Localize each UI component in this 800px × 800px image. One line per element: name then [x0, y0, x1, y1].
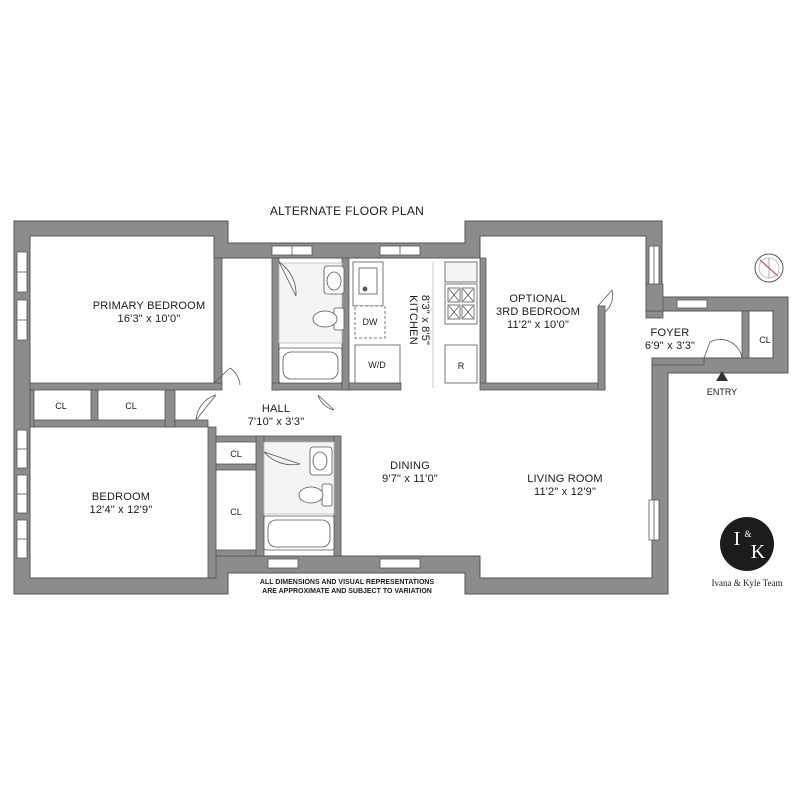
room-hall-name: HALL [262, 403, 290, 415]
room-dining-dims: 9'7" x 11'0" [382, 473, 438, 485]
disclaimer-line1: ALL DIMENSIONS AND VISUAL REPRESENTATION… [260, 579, 435, 586]
interior-walls [29, 257, 750, 579]
closet-label: CL [125, 401, 137, 411]
room-primary-bedroom-name: PRIMARY BEDROOM [93, 300, 206, 312]
brand-team-name: Ivana & Kyle Team [712, 578, 783, 588]
dishwasher-label: DW [363, 317, 378, 327]
entry-label: ENTRY [707, 387, 737, 397]
entry-arrow-icon [716, 371, 728, 381]
room-hall-dims: 7'10" x 3'3" [248, 416, 305, 428]
disclaimer-line2: ARE APPROXIMATE AND SUBJECT TO VARIATION [262, 588, 432, 595]
svg-text:&: & [744, 529, 751, 539]
room-primary-bedroom-dims: 16'3" x 10'0" [118, 313, 181, 325]
kitchen-fixtures [352, 261, 478, 388]
svg-text:K: K [751, 541, 766, 563]
closet-label: CL [759, 335, 771, 345]
brand-logo: I & K [720, 517, 774, 571]
room-foyer-name: FOYER [651, 327, 690, 339]
room-optional-dims: 11'2" x 10'0" [507, 319, 569, 331]
closet-label: CL [55, 401, 67, 411]
room-living-dims: 11'2" x 12'9" [534, 486, 596, 498]
bathroom-2-fixtures [263, 441, 335, 551]
washer-dryer-label: W/D [368, 360, 386, 370]
closet-label: CL [230, 449, 242, 459]
range-label: R [458, 361, 465, 371]
windows [16, 245, 708, 569]
closet-label: CL [230, 507, 242, 517]
room-bedroom-name: BEDROOM [92, 491, 150, 503]
room-optional-line2: 3RD BEDROOM [496, 306, 580, 318]
room-kitchen-name: KITCHEN [407, 295, 419, 345]
svg-text:I: I [734, 528, 741, 550]
compass-icon [754, 253, 784, 283]
bathroom-1-fixtures [278, 262, 345, 384]
room-optional-line1: OPTIONAL [509, 293, 566, 305]
room-dining-name: DINING [390, 460, 430, 472]
doors [195, 261, 743, 466]
room-foyer-dims: 6'9" x 3'3" [645, 340, 695, 352]
plan-title: ALTERNATE FLOOR PLAN [270, 204, 424, 218]
room-kitchen-dims: 8'3" x 8'5" [419, 295, 431, 345]
room-bedroom-dims: 12'4" x 12'9" [90, 504, 153, 516]
room-living-name: LIVING ROOM [527, 473, 603, 485]
